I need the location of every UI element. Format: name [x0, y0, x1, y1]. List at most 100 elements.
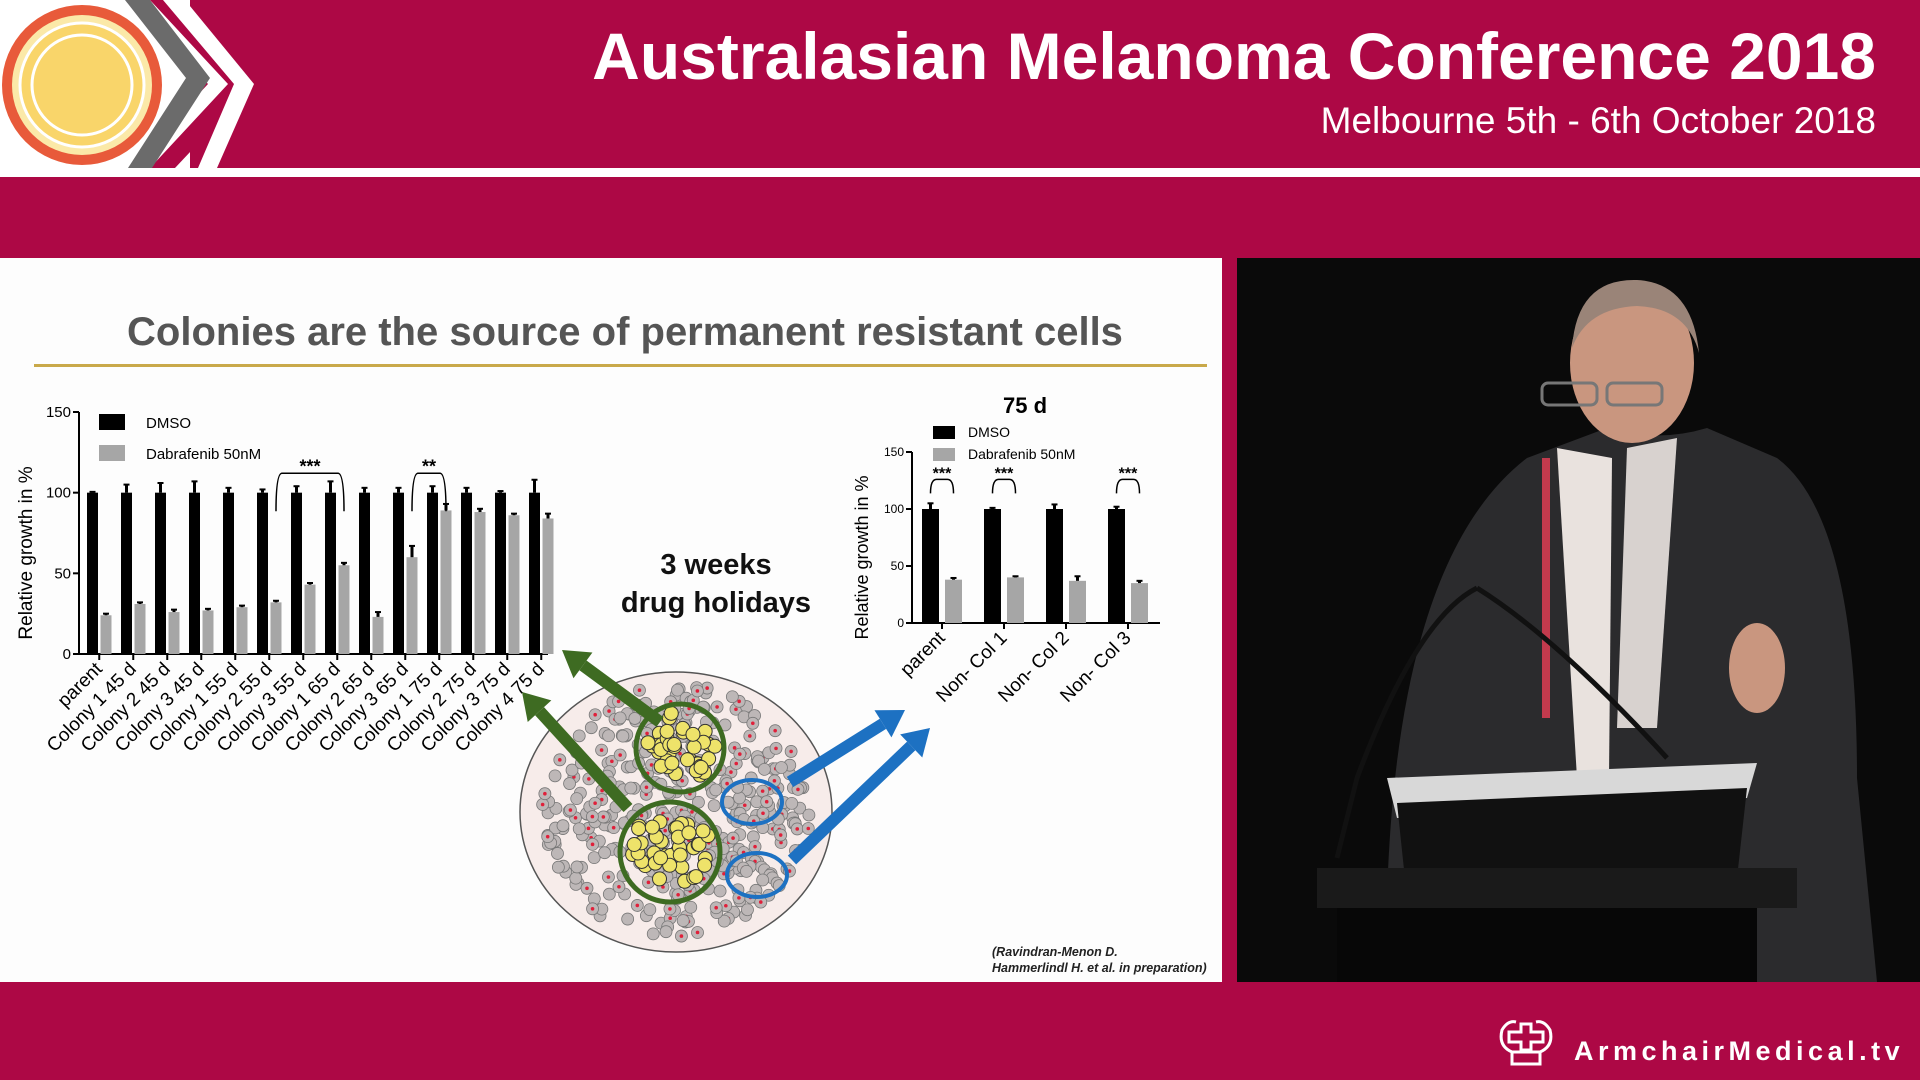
- cell: [548, 769, 562, 783]
- cell: [684, 900, 698, 914]
- cell: [556, 819, 570, 833]
- cell-nucleus: [748, 734, 752, 738]
- bar-dabrafenib: [372, 616, 384, 654]
- cell-nucleus: [753, 844, 757, 849]
- cell-nucleus: [772, 779, 777, 783]
- significance-bracket: [991, 478, 1017, 494]
- cell-nucleus: [680, 778, 685, 783]
- cell-nucleus: [611, 825, 616, 830]
- significance-bracket: [1115, 478, 1141, 494]
- resistant-cell: [691, 837, 707, 853]
- cell: [624, 781, 638, 795]
- cell-nucleus: [586, 826, 591, 831]
- cell-nucleus: [761, 811, 765, 816]
- cell: [613, 711, 627, 725]
- cell: [598, 846, 611, 860]
- cell-nucleus: [796, 787, 800, 792]
- citation-line-2: Hammerlindl H. et al. in preparation): [992, 961, 1207, 975]
- y-tick-label: 100: [46, 485, 71, 502]
- cell-nucleus: [695, 689, 700, 693]
- cell-nucleus: [715, 705, 719, 709]
- cell-nucleus: [543, 791, 547, 796]
- cell: [756, 873, 770, 887]
- resistant-cell: [664, 755, 680, 771]
- cell-nucleus: [645, 731, 649, 736]
- cell: [707, 799, 721, 813]
- cell: [643, 903, 657, 917]
- cell-nucleus: [616, 699, 621, 704]
- cell-nucleus: [714, 905, 718, 910]
- y-tick-label: 50: [891, 559, 905, 573]
- bar-dmso: [257, 492, 268, 654]
- green-arrow: [579, 660, 664, 727]
- resistant-cell: [695, 823, 711, 839]
- cell: [584, 721, 598, 735]
- cell-nucleus: [774, 746, 778, 751]
- cell-nucleus: [599, 748, 604, 752]
- citation-line-1: (Ravindran-Menon D.: [992, 945, 1118, 959]
- cell-nucleus: [593, 801, 597, 806]
- y-tick-label: 150: [884, 445, 904, 459]
- cell-nucleus: [545, 834, 550, 839]
- cell: [563, 777, 576, 790]
- cell: [676, 914, 690, 927]
- cell: [740, 864, 753, 878]
- resistant-cell: [659, 723, 675, 739]
- conference-subtitle: Melbourne 5th - 6th October 2018: [1320, 100, 1876, 141]
- cell-nucleus: [606, 875, 611, 879]
- drug-holiday-label: 3 weeks drug holidays: [600, 546, 832, 622]
- colony-circle: [633, 701, 727, 795]
- cell-nucleus: [691, 698, 696, 703]
- cell: [775, 761, 788, 774]
- cell-nucleus: [722, 871, 726, 876]
- cell-nucleus: [540, 802, 545, 807]
- resistant-cell: [666, 736, 682, 752]
- y-tick-label: 0: [897, 616, 904, 630]
- blue-arrow: [787, 741, 916, 865]
- cell-nucleus: [568, 808, 573, 812]
- cell-nucleus: [690, 810, 694, 814]
- legend-swatch: [933, 426, 955, 439]
- cell: [565, 763, 579, 777]
- green-arrow-head: [522, 692, 552, 722]
- title-underline: [34, 364, 1207, 367]
- cell-nucleus: [590, 842, 595, 847]
- cell-nucleus: [734, 707, 738, 712]
- cell-nucleus: [646, 880, 651, 885]
- cell: [570, 860, 584, 874]
- cell-nucleus: [789, 749, 793, 754]
- citation: (Ravindran-Menon D. Hammerlindl H. et al…: [992, 944, 1207, 976]
- cell-nucleus: [738, 752, 742, 756]
- bar-dmso: [529, 492, 540, 654]
- bar-dmso: [1108, 509, 1125, 623]
- cell-nucleus: [734, 761, 739, 766]
- cell-nucleus: [705, 686, 709, 690]
- bar-dmso: [495, 492, 506, 654]
- footer-bar: [0, 982, 1920, 1080]
- bar-dabrafenib: [304, 584, 316, 654]
- significance-label: ***: [1119, 465, 1138, 482]
- non-colony-circle: [720, 778, 784, 826]
- bar-dmso: [189, 492, 200, 654]
- cell-nucleus: [668, 916, 672, 921]
- cell: [628, 712, 642, 725]
- legend-label: DMSO: [146, 415, 191, 432]
- sun-logo-icon: [2, 5, 162, 165]
- bar-dabrafenib: [168, 612, 180, 654]
- bar-dmso: [461, 492, 472, 654]
- legend-label: Dabrafenib 50nM: [968, 446, 1075, 462]
- cell-nucleus: [663, 828, 667, 833]
- resistant-cell: [653, 850, 669, 866]
- cell-nucleus: [601, 815, 606, 819]
- bar-dmso: [427, 492, 438, 654]
- cell-nucleus: [617, 884, 621, 889]
- cell-nucleus: [679, 934, 684, 938]
- y-axis-label: Relative growth in %: [16, 466, 37, 639]
- resistant-cell: [697, 857, 713, 873]
- cell-nucleus: [731, 836, 735, 840]
- cell: [551, 860, 565, 874]
- cell-nucleus: [779, 840, 783, 845]
- bar-dmso: [121, 492, 132, 654]
